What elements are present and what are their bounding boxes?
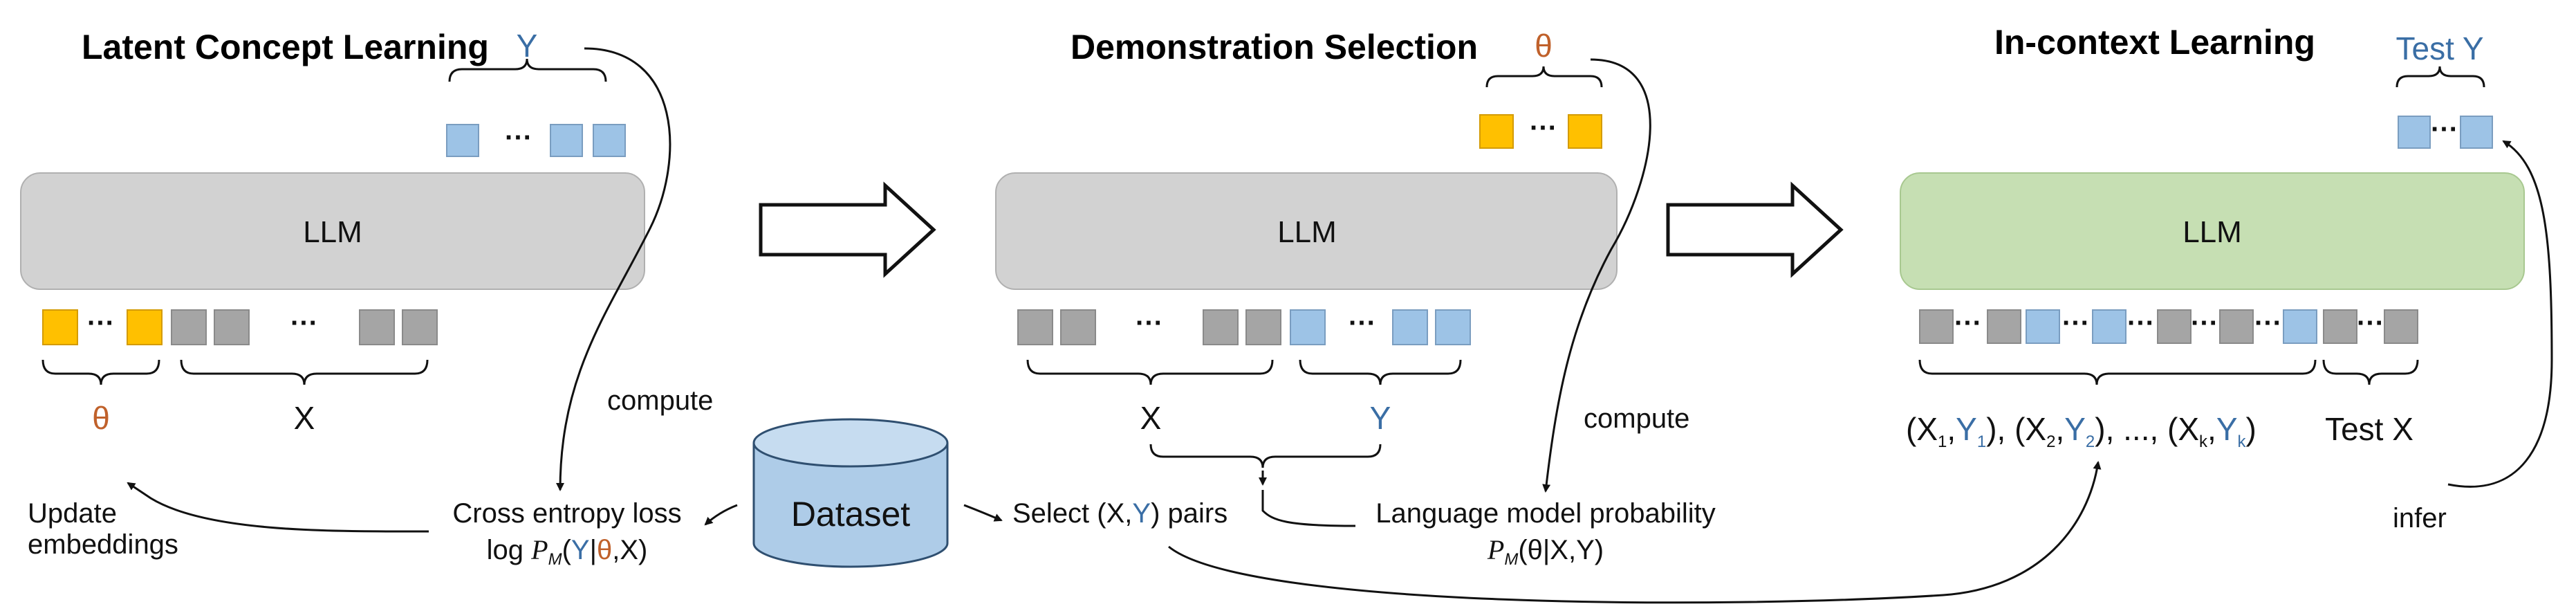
panel3-title: In-context Learning [1994,23,2315,62]
panel1-top-y-label: Y [517,28,538,64]
dataset-label: Dataset [791,495,910,534]
panel1-x-token [214,309,250,345]
panel2-select-label: Select (X,Y) pairs [1012,498,1227,529]
panel3-test-y-token [2398,116,2431,149]
panel1-update-line2: embeddings [28,529,178,560]
panel3-seq-ellipsis: ··· [2062,308,2090,338]
panel1-title: Latent Concept Learning [82,28,489,66]
panel3-test-y-ellipsis: ··· [2431,114,2458,145]
panel2-y-label: Y [1370,400,1391,436]
panel2-compute-arrow [1542,58,1651,493]
panel2-y-token [1290,309,1326,345]
panel1-x-token [171,309,207,345]
panel1-top-brace [448,58,607,82]
panel1-theta-label: θ [92,400,110,436]
panel3-demos-brace [1918,359,2317,385]
select-to-sequence-arrow [1168,461,2102,604]
panel2-llm-label: LLM [1277,215,1337,249]
panel1-x-ellipsis: ··· [290,308,318,338]
panel2-theta-token [1568,114,1602,149]
panel1-ce-line2: log PM(Y|θ,X) [487,534,648,569]
panel3-seq-ellipsis: ··· [2191,308,2218,338]
dataset-to-ce-arrow [704,504,738,526]
panel3-y-token [2026,309,2060,344]
panel1-ce-line1: Cross entropy loss [452,498,681,529]
panel1-y-token [446,124,479,157]
panel1-y-ellipsis: ··· [505,122,532,153]
panel3-test-y-token [2460,116,2493,149]
panel1-theta-ellipsis: ··· [87,308,115,338]
panel1-update-arrow [127,482,429,533]
panel1-theta-token [42,309,78,345]
panel2-x-token [1017,309,1053,345]
panel1-theta-brace [41,359,160,385]
panel2-y-token [1435,309,1471,345]
panel1-compute-label: compute [607,385,713,416]
panel3-test-x-brace [2322,359,2419,385]
panel3-llm-label: LLM [2183,215,2242,249]
panel2-lm-line2: PM(θ|X,Y) [1487,534,1604,569]
panel1-llm-label: LLM [303,215,362,249]
panel1-update-line1: Update [28,498,117,529]
stage-arrow-1 [759,181,936,278]
panel3-seq-ellipsis: ··· [1954,308,1982,338]
panel2-y-brace [1299,359,1462,385]
panel3-top-test-y-label: Test Y [2396,30,2484,66]
panel3-x-token [1919,309,1954,344]
panel1-x-brace [180,359,429,385]
panel3-infer-arrow [2447,140,2553,488]
panel3-token-sequence: ··· ··· ··· ··· ··· ··· [1919,308,2418,344]
panel3-seq-ellipsis: ··· [2254,308,2282,338]
panel3-infer-label: infer [2393,503,2447,534]
panel3-x-token [2157,309,2192,344]
panel3-test-x-token [2323,309,2357,344]
panel1-x-label: X [294,400,315,436]
panel2-x-token [1203,309,1239,345]
panel2-y-ellipsis: ··· [1349,308,1376,338]
panel3-y-token [2092,309,2126,344]
panel2-lm-line1: Language model probability [1375,498,1715,529]
panel3-demo-sequence-label: (X1,Y1), (X2,Y2), ..., (Xk,Yk) [1906,411,2257,451]
panel2-title: Demonstration Selection [1071,28,1478,66]
stage-arrow-2 [1666,181,1844,278]
panel1-y-token [550,124,583,157]
dataset-cylinder [752,418,949,568]
panel1-x-token [359,309,395,345]
panel2-pair-brace [1149,444,1382,468]
dataset-to-select-arrow [963,504,1003,522]
panel1-x-token [402,309,438,345]
panel2-x-label: X [1140,400,1162,436]
panel3-x-token [1987,309,2021,344]
panel2-top-theta-label: θ [1535,28,1553,64]
panel3-top-brace [2396,66,2485,88]
panel1-theta-token [127,309,163,345]
panel3-x-token [2219,309,2254,344]
panel1-compute-arrow [556,47,671,491]
panel2-theta-token [1479,114,1514,149]
panel2-x-token [1060,309,1096,345]
panel2-llm-box [995,172,1618,290]
panel3-seq-ellipsis: ··· [2357,308,2384,338]
panel2-top-brace [1485,66,1603,88]
panel2-x-token [1245,309,1281,345]
panel1-llm-box [20,172,645,290]
panel3-test-x-label: Test X [2325,411,2413,447]
panel2-x-ellipsis: ··· [1136,308,1163,338]
panel1-y-token [593,124,626,157]
panel3-seq-ellipsis: ··· [2127,308,2155,338]
panel2-theta-ellipsis: ··· [1530,113,1557,143]
panel3-llm-box [1900,172,2525,290]
panel2-compute-label: compute [1584,403,1689,434]
panel2-x-brace [1026,359,1274,385]
panel3-y-token [2283,309,2317,344]
panel2-prob-link [1261,490,1356,527]
panel2-y-token [1392,309,1428,345]
panel3-test-x-token [2384,309,2418,344]
